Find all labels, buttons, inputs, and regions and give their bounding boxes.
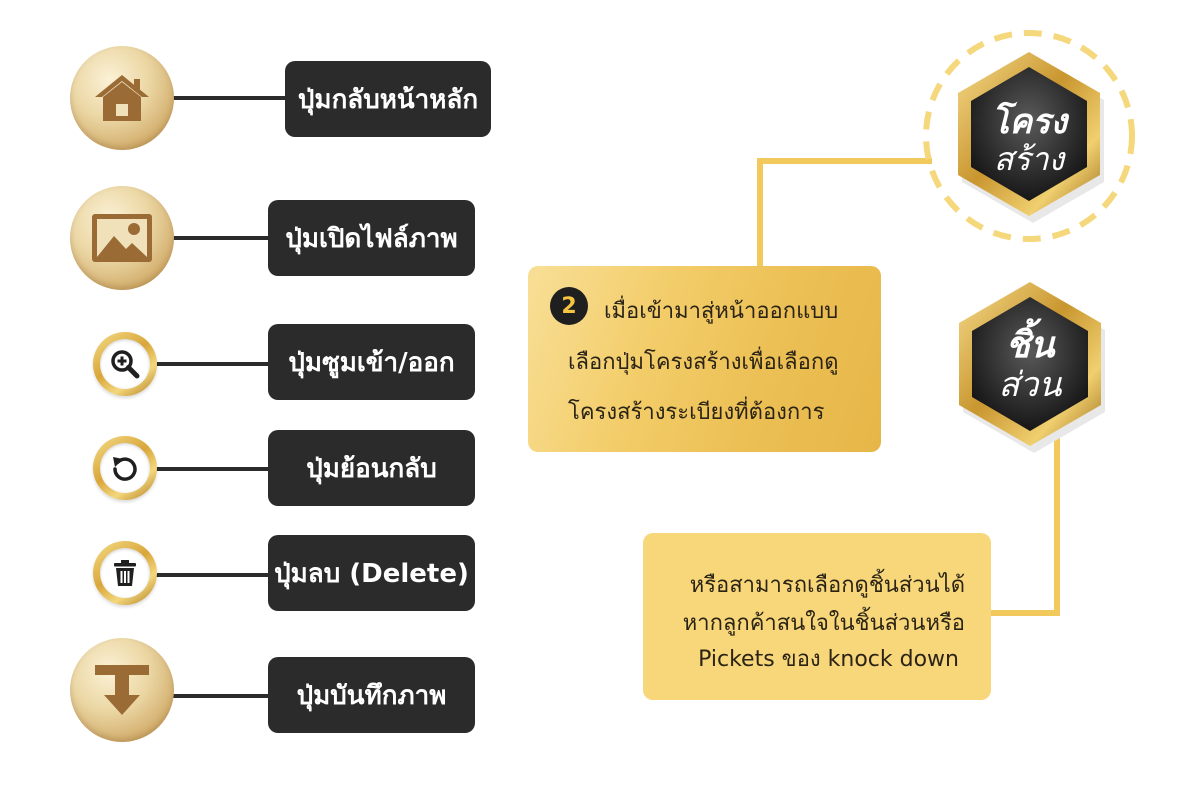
- zoom-button-label: ปุ่มซูมเข้า/ออก: [268, 324, 475, 400]
- delete-button[interactable]: [93, 541, 157, 605]
- home-button[interactable]: [70, 46, 174, 150]
- delete-button-label: ปุ่มลบ (Delete): [268, 535, 475, 611]
- step-text-line: โครงสร้างระเบียงที่ต้องการ: [568, 400, 825, 425]
- connector-line: [150, 467, 275, 471]
- structure-button[interactable]: โครง สร้าง: [919, 25, 1139, 247]
- step-text-line: เมื่อเข้ามาสู่หน้าออกแบบ: [604, 299, 839, 324]
- hexagon-badge-icon: [959, 282, 1105, 453]
- connector-line: [165, 96, 290, 100]
- parts-badge-line2: ส่วน: [998, 365, 1062, 405]
- step-number-badge: 2: [550, 287, 588, 325]
- undo-button[interactable]: [93, 436, 157, 500]
- save-image-button-label: ปุ่มบันทึกภาพ: [268, 657, 475, 733]
- connector-line: [165, 236, 275, 240]
- hexagon-badge-icon: [923, 30, 1135, 242]
- download-icon: [95, 665, 149, 715]
- parts-button[interactable]: ชิ้น ส่วน: [940, 276, 1120, 456]
- parts-note-line: หากลูกค้าสนใจในชิ้นส่วนหรือ: [682, 611, 965, 636]
- trash-icon: [114, 560, 136, 586]
- image-icon: [92, 214, 152, 262]
- connector-line: [150, 573, 275, 577]
- step-callout: 2 เมื่อเข้ามาสู่หน้าออกแบบ เลือกปุ่มโครง…: [528, 266, 881, 452]
- parts-note-line: หรือสามารถเลือกดูชิ้นส่วนได้: [689, 573, 965, 598]
- structure-badge-line1: โครง: [991, 102, 1067, 142]
- parts-note-callout: หรือสามารถเลือกดูชิ้นส่วนได้ หากลูกค้าสน…: [643, 533, 991, 700]
- connector-structure-vertical: [757, 158, 763, 268]
- save-image-button[interactable]: [70, 638, 174, 742]
- zoom-button[interactable]: [93, 332, 157, 396]
- connector-structure-horizontal: [757, 158, 932, 164]
- open-image-button[interactable]: [70, 186, 174, 290]
- home-button-label: ปุ่มกลับหน้าหลัก: [285, 61, 491, 137]
- parts-badge-line1: ชิ้น: [1005, 325, 1055, 366]
- undo-icon: [113, 457, 137, 481]
- connector-line: [165, 694, 275, 698]
- parts-note-line: Pickets ของ knock down: [698, 647, 959, 672]
- zoom-in-icon: [111, 350, 140, 379]
- home-icon: [95, 75, 149, 121]
- structure-badge-line2: สร้าง: [993, 140, 1065, 178]
- step-text-line: เลือกปุ่มโครงสร้างเพื่อเลือกดู: [568, 350, 839, 375]
- undo-button-label: ปุ่มย้อนกลับ: [268, 430, 475, 506]
- connector-parts-horizontal: [988, 610, 1060, 616]
- connector-line: [150, 362, 275, 366]
- open-image-button-label: ปุ่มเปิดไฟล์ภาพ: [268, 200, 475, 276]
- connector-parts-vertical: [1054, 420, 1060, 616]
